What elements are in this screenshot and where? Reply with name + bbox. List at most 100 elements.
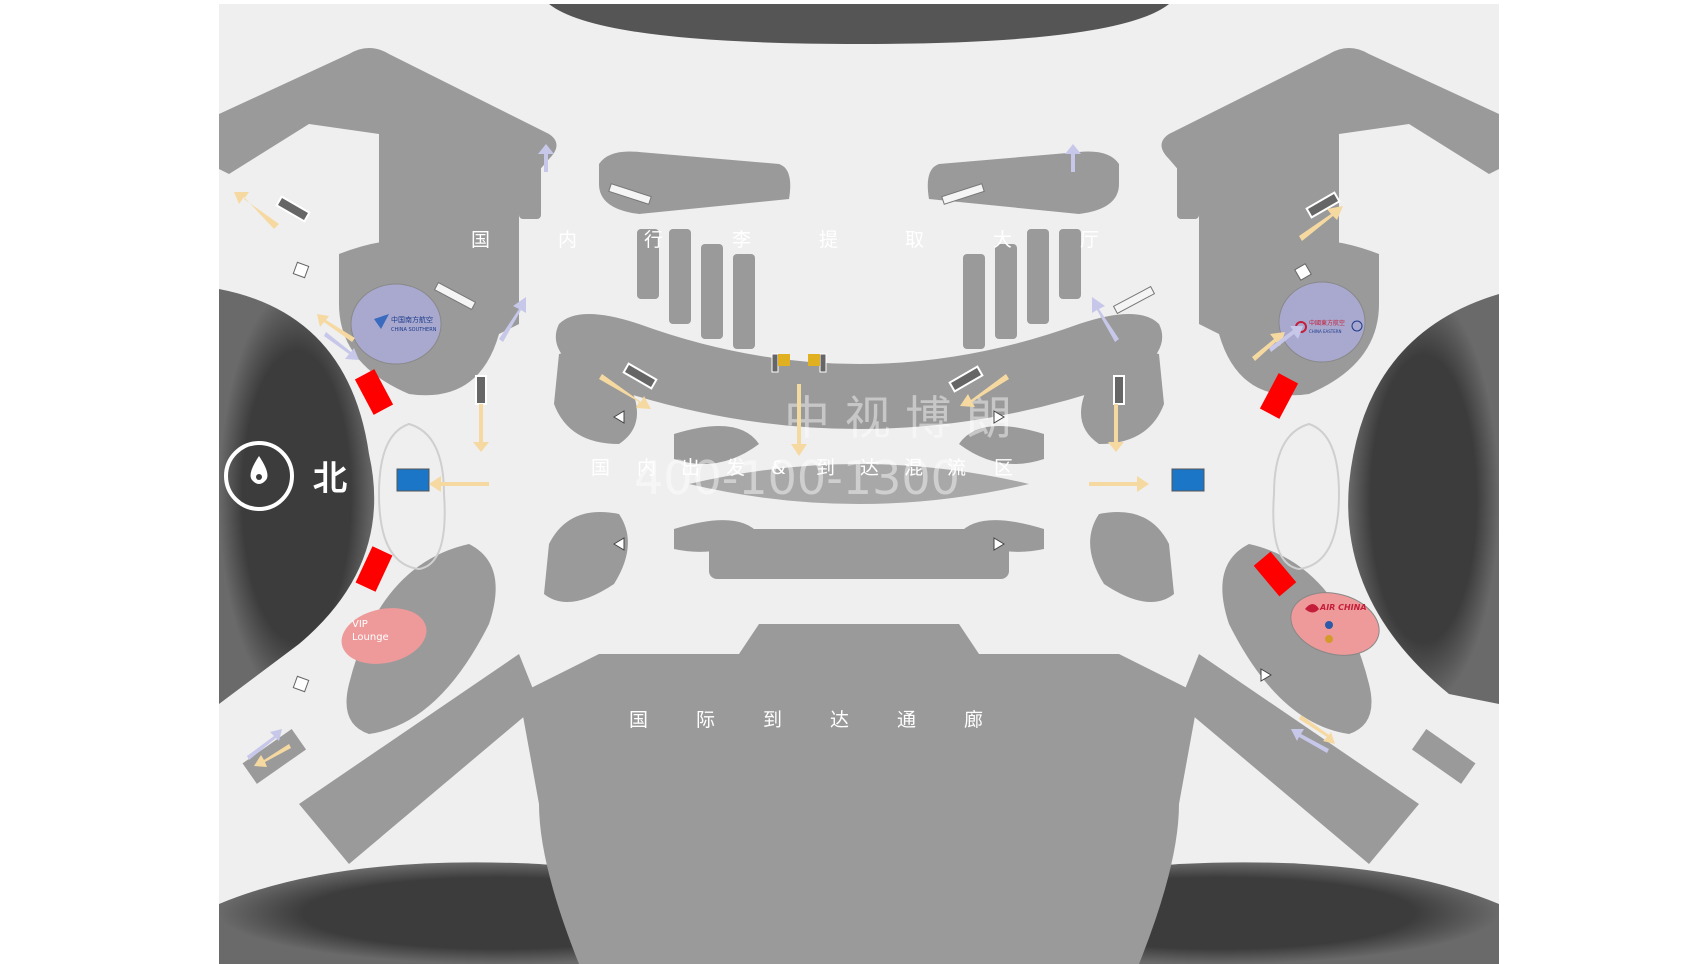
north-compass-icon xyxy=(224,441,294,511)
zone-label-char: 流 xyxy=(947,457,966,479)
triangle-marker-icon xyxy=(613,410,625,424)
arrow-departure-icon xyxy=(599,374,651,409)
pillar xyxy=(1177,164,1199,219)
air-china-name-en: AIR CHINA xyxy=(1319,603,1367,612)
partner-airline-logo-icon xyxy=(1325,621,1333,629)
zone-label-char: 区 xyxy=(994,457,1013,479)
digital-screen[interactable] xyxy=(396,468,430,492)
block-top-right-large xyxy=(1161,48,1499,334)
lightbox-frame[interactable] xyxy=(771,353,779,373)
pillar xyxy=(637,229,659,299)
compass-needle-icon xyxy=(250,456,268,484)
lightbox-frame-light[interactable] xyxy=(1112,285,1156,315)
zone-label-char: 到 xyxy=(816,457,835,479)
digital-screens xyxy=(396,468,1205,492)
zone-label-char: 提 xyxy=(819,229,838,251)
block-baggage-top-left xyxy=(599,151,791,214)
pillar xyxy=(669,229,691,324)
watermark-phone: 400-100-1300 xyxy=(634,451,960,505)
arrow-departure-icon xyxy=(234,192,279,229)
arrow-departure-icon xyxy=(1299,715,1335,744)
block-center-bottom-bar xyxy=(709,529,1009,579)
block-right-lower-wing xyxy=(1222,544,1372,734)
lightbox-frame[interactable] xyxy=(1305,191,1341,219)
ad-panel-red[interactable] xyxy=(1253,551,1297,597)
arrival-arrows xyxy=(247,144,1329,760)
arrow-departure-icon xyxy=(1252,332,1285,361)
apron-top xyxy=(549,4,1169,44)
map-canvas: 国内行李提取大厅 国内出发&到达混流区 国际到达通廊 中 视 博 朗 400-1… xyxy=(219,4,1499,964)
arrow-arrival-icon xyxy=(1092,297,1119,342)
lightbox-frame[interactable] xyxy=(1113,375,1125,405)
marker-square xyxy=(292,675,310,693)
pillar xyxy=(963,254,985,349)
zone-label-domestic-mixed-area: 国内出发&到达混流区 xyxy=(591,457,1013,479)
zone-label-char: 通 xyxy=(897,709,916,731)
airport-floor-map: 国内行李提取大厅 国内出发&到达混流区 国际到达通廊 中 视 博 朗 400-1… xyxy=(219,4,1499,964)
block-left-pod-1 xyxy=(554,352,637,444)
arrow-arrival-icon xyxy=(1291,729,1329,753)
lightbox-frame-light[interactable] xyxy=(433,281,477,311)
arrow-departure-icon xyxy=(1108,404,1124,452)
air-china-phoenix-icon xyxy=(1305,604,1319,613)
arrow-departure-icon xyxy=(254,744,291,767)
ad-panel-red[interactable] xyxy=(1259,373,1299,419)
arrow-arrival-icon xyxy=(324,332,359,360)
pillar xyxy=(1227,144,1249,204)
airline-china-southern[interactable]: 中国南方航空 CHINA SOUTHERN xyxy=(350,283,442,365)
triangle-marker-icon xyxy=(613,537,625,551)
zone-label-char: 大 xyxy=(993,229,1012,251)
arrow-arrival-icon xyxy=(1065,144,1081,172)
apron-left xyxy=(219,289,375,704)
arrow-arrival-icon xyxy=(499,297,526,342)
pillar xyxy=(469,144,491,204)
lightbox-frame[interactable] xyxy=(819,353,827,373)
skyteam-logo-icon xyxy=(1351,320,1363,332)
arrow-departure-icon xyxy=(960,374,1009,407)
pillar xyxy=(733,254,755,349)
china-southern-name-en: CHINA SOUTHERN xyxy=(391,327,437,333)
triangle-marker-icon xyxy=(993,410,1005,424)
compass-center-dot xyxy=(256,474,262,480)
block-intl-corridor xyxy=(519,624,1199,964)
lightbox-frame-light[interactable] xyxy=(608,183,652,205)
arrow-arrival-icon xyxy=(247,729,282,760)
china-eastern-name-cn: 中國東方航空 xyxy=(1309,319,1345,327)
lightbox-frame[interactable] xyxy=(622,362,658,390)
digital-screen[interactable] xyxy=(1171,468,1205,492)
lightbox-frame-light[interactable] xyxy=(941,183,985,205)
airline-air-china[interactable]: AIR CHINA xyxy=(1284,583,1386,664)
block-center-inner-right xyxy=(959,426,1044,464)
ad-panel-red[interactable] xyxy=(354,369,394,415)
zone-label-char: 内 xyxy=(558,229,577,251)
lightbox-frame[interactable] xyxy=(948,365,984,393)
arrow-departure-icon xyxy=(1299,206,1343,241)
block-top-left-large xyxy=(219,48,557,334)
zone-label-char: 国 xyxy=(591,457,610,479)
lightbox-frame[interactable] xyxy=(275,195,311,223)
airline-china-eastern[interactable]: 中國東方航空 CHINA EASTERN xyxy=(1278,281,1366,363)
north-label: 北 xyxy=(313,459,347,499)
north-compass: 北 xyxy=(224,441,347,511)
zone-label-char: 取 xyxy=(905,229,924,251)
arrow-arrival-icon xyxy=(538,144,554,172)
ad-panel-red[interactable] xyxy=(355,546,393,592)
vip-lounge[interactable]: VIP Lounge xyxy=(336,601,431,672)
lightbox-frame[interactable] xyxy=(475,375,487,405)
pillar xyxy=(1277,124,1299,184)
block-center-lens xyxy=(689,464,1029,504)
block-right-pod-2 xyxy=(1090,512,1174,602)
arrow-departure-icon xyxy=(473,404,489,452)
zone-label-char: & xyxy=(771,457,786,479)
info-sign[interactable] xyxy=(778,354,790,366)
zone-label-char: 国 xyxy=(471,229,490,251)
block-center-crescent xyxy=(555,314,1163,429)
info-sign[interactable] xyxy=(808,354,820,366)
vip-lounge-label-line2: Lounge xyxy=(352,632,389,643)
arrow-departure-icon xyxy=(317,314,355,342)
ad-panels xyxy=(354,369,1299,597)
zone-label-char: 廊 xyxy=(964,709,983,731)
zone-label-char: 混 xyxy=(904,457,923,479)
departure-arrows xyxy=(234,192,1343,767)
partner-airline-logo-icon xyxy=(1325,635,1333,643)
